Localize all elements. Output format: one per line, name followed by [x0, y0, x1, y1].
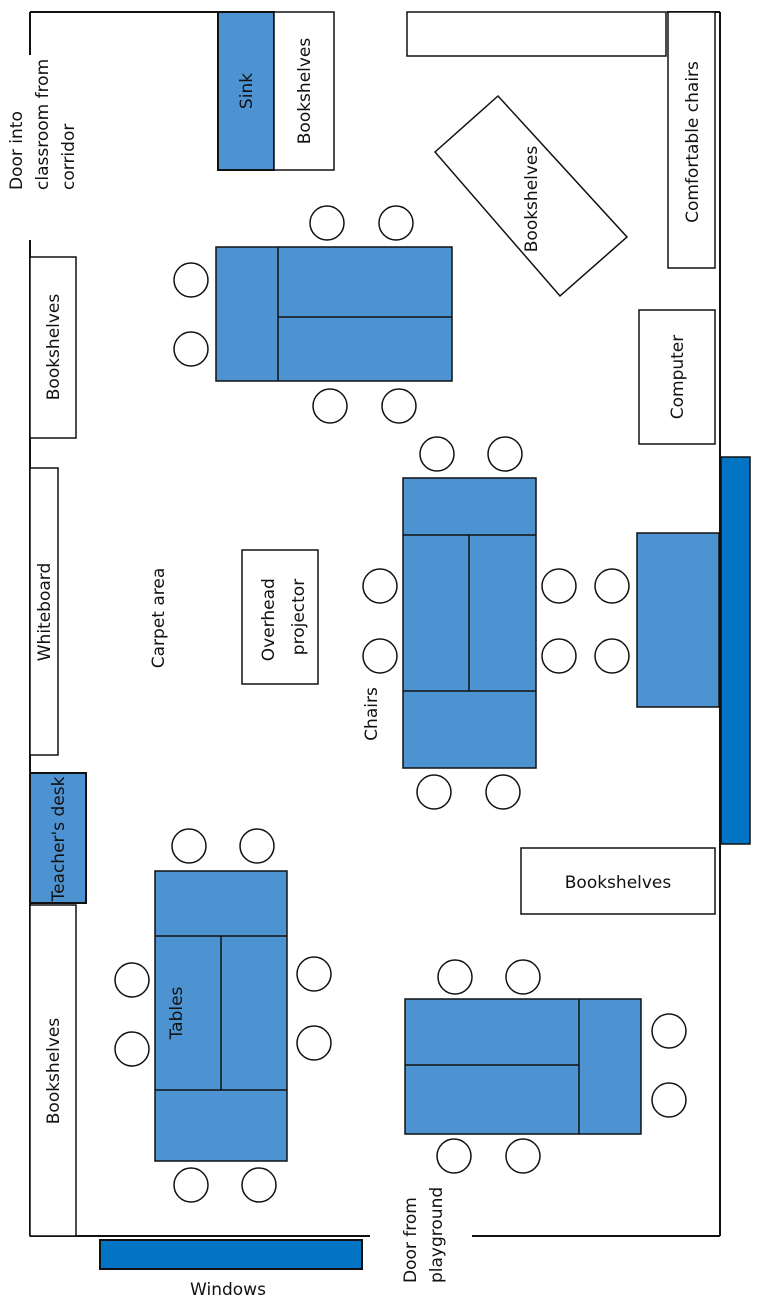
overhead-projector — [241, 549, 319, 685]
window-bottom — [99, 1239, 363, 1270]
label-bookshelves-right: Bookshelves — [565, 873, 672, 893]
table-group-5 — [404, 959, 687, 1174]
bookshelves-left-top — [29, 256, 77, 439]
table-group-3 — [594, 532, 720, 708]
teachers-desk — [29, 772, 87, 904]
label-whiteboard: Whiteboard — [35, 563, 55, 662]
chairs — [436, 959, 687, 1174]
table — [404, 998, 642, 1135]
table-group-1 — [173, 205, 453, 424]
label-comfortable-chairs: Comfortable chairs — [683, 61, 703, 223]
label-teachers-desk: Teacher's desk — [49, 776, 69, 902]
label-carpet-area: Carpet area — [149, 568, 169, 669]
label-chairs: Chairs — [362, 687, 382, 741]
comfortable-chairs — [667, 11, 716, 269]
table-group-4 — [114, 828, 332, 1203]
label-computer: Computer — [668, 335, 688, 420]
label-bookshelves-diagonal: Bookshelves — [522, 146, 542, 253]
bookshelves-left-bottom — [29, 904, 77, 1237]
chairs — [114, 828, 332, 1203]
chairs — [594, 568, 630, 674]
label-windows: Windows — [190, 1280, 266, 1300]
window-right — [720, 456, 751, 845]
chairs — [173, 205, 417, 424]
bookshelves-right — [520, 847, 716, 915]
sink — [217, 11, 275, 171]
bookshelves-top — [273, 11, 335, 171]
label-overhead-projector: Overhead projector — [259, 573, 309, 661]
whiteboard — [29, 467, 59, 756]
bookshelves-diagonal — [433, 94, 629, 298]
top-right-cabinet — [406, 11, 667, 57]
label-door-playground: Door from playground — [401, 1187, 447, 1283]
table-group-2 — [362, 436, 577, 810]
table — [636, 532, 720, 708]
label-door-corridor: Door into classroom from corridor — [7, 53, 79, 190]
label-bookshelves-top: Bookshelves — [295, 38, 315, 145]
chairs — [362, 436, 577, 810]
label-sink: Sink — [237, 73, 257, 109]
computer — [638, 309, 716, 445]
label-bookshelves-left-bottom: Bookshelves — [44, 1018, 64, 1125]
label-bookshelves-left-top: Bookshelves — [44, 294, 64, 401]
table — [215, 246, 453, 382]
label-tables: Tables — [167, 986, 187, 1040]
